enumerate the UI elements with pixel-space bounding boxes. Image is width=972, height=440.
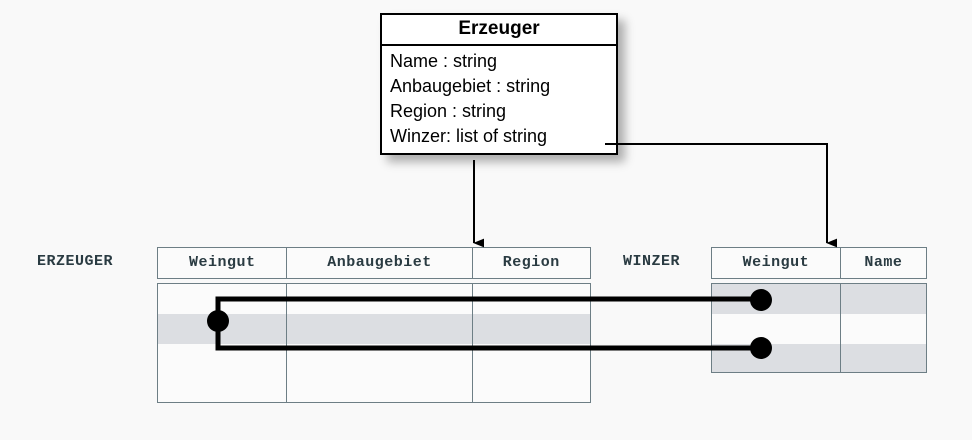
table-cell — [473, 344, 590, 374]
table-row — [712, 314, 926, 344]
table-cell — [287, 344, 473, 374]
arrow-winzer-attr-to-winzer — [605, 143, 838, 248]
column-header: Region — [502, 254, 560, 271]
table-cell — [473, 374, 590, 402]
uml-attribute: Anbaugebiet : string — [390, 75, 551, 96]
table-cell — [287, 314, 473, 344]
uml-attribute: Name : string — [390, 50, 498, 71]
table-cell — [473, 284, 590, 314]
table-row — [158, 374, 590, 402]
table-row — [712, 344, 926, 372]
column-header: Weingut — [158, 248, 288, 278]
table-cell — [158, 374, 288, 402]
table-body-winzer — [711, 283, 927, 373]
table-cell — [712, 284, 841, 314]
table-row — [158, 344, 590, 374]
table-cell — [712, 344, 841, 372]
uml-attribute: Region : string — [390, 100, 507, 121]
table-row — [158, 284, 590, 314]
table-cell — [712, 314, 841, 344]
table-cell — [287, 284, 473, 314]
table-label-winzer: WINZER — [623, 253, 681, 270]
uml-attribute: Winzer: list of string — [390, 125, 548, 146]
column-header: Name — [864, 254, 903, 271]
uml-attribute-list: Name : string Anbaugebiet : string Regio… — [382, 46, 616, 153]
table-cell — [158, 314, 288, 344]
table-cell — [841, 314, 926, 344]
table-header-winzer: Weingut Name — [711, 247, 927, 279]
column-header: Anbaugebiet — [287, 248, 473, 278]
table-row — [158, 314, 590, 344]
table-cell — [841, 344, 926, 372]
table-cell — [287, 374, 473, 402]
table-body-erzeuger — [157, 283, 591, 403]
table-row — [712, 284, 926, 314]
table-cell — [158, 284, 288, 314]
uml-class-box: Erzeuger Name : string Anbaugebiet : str… — [380, 13, 618, 155]
table-cell — [841, 284, 926, 314]
table-header-erzeuger: Weingut Anbaugebiet Region — [157, 247, 591, 279]
table-cell — [158, 344, 288, 374]
table-cell — [473, 314, 590, 344]
uml-class-name: Erzeuger — [382, 15, 616, 46]
table-label-erzeuger: ERZEUGER — [37, 253, 114, 270]
column-header: Weingut — [712, 248, 841, 278]
